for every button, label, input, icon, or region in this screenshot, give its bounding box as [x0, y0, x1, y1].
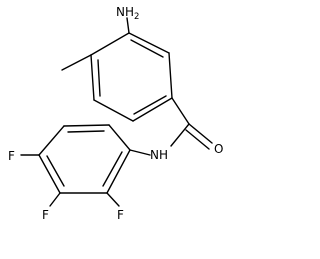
bond [130, 39, 164, 58]
fluorine-label: F [8, 149, 15, 163]
bond [132, 97, 173, 122]
bond [102, 151, 123, 187]
bond-nh-to-ring [129, 149, 151, 156]
bond [128, 32, 170, 54]
bond [67, 130, 105, 133]
bond [106, 149, 131, 194]
benzoyl-ring [90, 32, 173, 122]
bond [93, 99, 134, 122]
bond-carbonyl-to-nh [170, 123, 190, 147]
bond [90, 32, 130, 56]
bond-carbonyl-double-1 [188, 123, 213, 144]
bond-methyl [61, 54, 92, 71]
bond [90, 54, 95, 101]
oxygen-label: O [214, 142, 223, 156]
structure-diagram: NH2 O NH F F F [8, 5, 223, 222]
bond [63, 124, 110, 127]
bond [108, 124, 131, 151]
fluorine-label: F [117, 208, 124, 222]
bond-to-f-bottom [106, 192, 120, 207]
fluorine-label: F [42, 208, 49, 222]
bond-carbonyl-double-2 [185, 129, 210, 150]
bond [97, 59, 101, 97]
bond [133, 95, 167, 115]
bond [38, 125, 65, 156]
nh-label: NH [150, 148, 168, 162]
trifluorophenyl-ring [38, 124, 131, 194]
bond [46, 155, 65, 187]
bond-to-nh2 [126, 17, 130, 34]
nh2-label: NH2 [116, 5, 139, 22]
bond [38, 154, 61, 194]
bond-to-f-mid [49, 192, 61, 207]
bond [168, 52, 173, 99]
bond-ring-to-carbonyl [171, 97, 190, 125]
